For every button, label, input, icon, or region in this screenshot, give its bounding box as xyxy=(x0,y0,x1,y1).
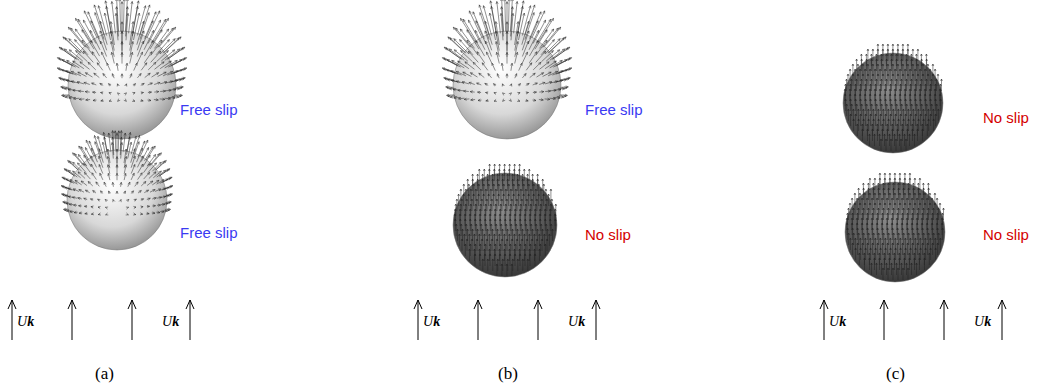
panel-label: (a) xyxy=(95,364,114,384)
inflow-arrow xyxy=(8,300,16,340)
inflow-label: Uk xyxy=(423,314,440,331)
inflow-arrow xyxy=(128,300,136,340)
boundary-label: No slip xyxy=(983,109,1029,127)
inflow-arrow xyxy=(414,300,422,340)
velocity-vectors xyxy=(454,164,557,276)
inflow-label: Uk xyxy=(568,314,585,331)
velocity-vectors xyxy=(442,0,572,101)
boundary-label: Free slip xyxy=(585,101,643,119)
inflow-label: Uk xyxy=(829,314,846,331)
inflow-arrow xyxy=(820,300,828,340)
inflow-arrow xyxy=(998,300,1006,340)
velocity-vectors xyxy=(844,44,942,151)
inflow-arrow xyxy=(186,300,194,340)
inflow-arrow xyxy=(68,300,76,340)
velocity-vectors xyxy=(61,131,173,216)
boundary-label: No slip xyxy=(983,226,1029,244)
panel-label: (c) xyxy=(886,364,905,384)
inflow-arrow xyxy=(474,300,482,340)
inflow-arrow xyxy=(534,300,542,340)
velocity-vectors xyxy=(57,0,187,101)
inflow-arrow xyxy=(940,300,948,340)
boundary-label: No slip xyxy=(585,226,631,244)
inflow-label: Uk xyxy=(162,314,179,331)
inflow-arrow xyxy=(880,300,888,340)
boundary-label: Free slip xyxy=(180,224,238,242)
inflow-arrow xyxy=(592,300,600,340)
panel-label: (b) xyxy=(498,364,518,384)
velocity-vectors xyxy=(846,173,944,280)
inflow-label: Uk xyxy=(974,314,991,331)
boundary-label: Free slip xyxy=(180,101,238,119)
inflow-label: Uk xyxy=(17,314,34,331)
